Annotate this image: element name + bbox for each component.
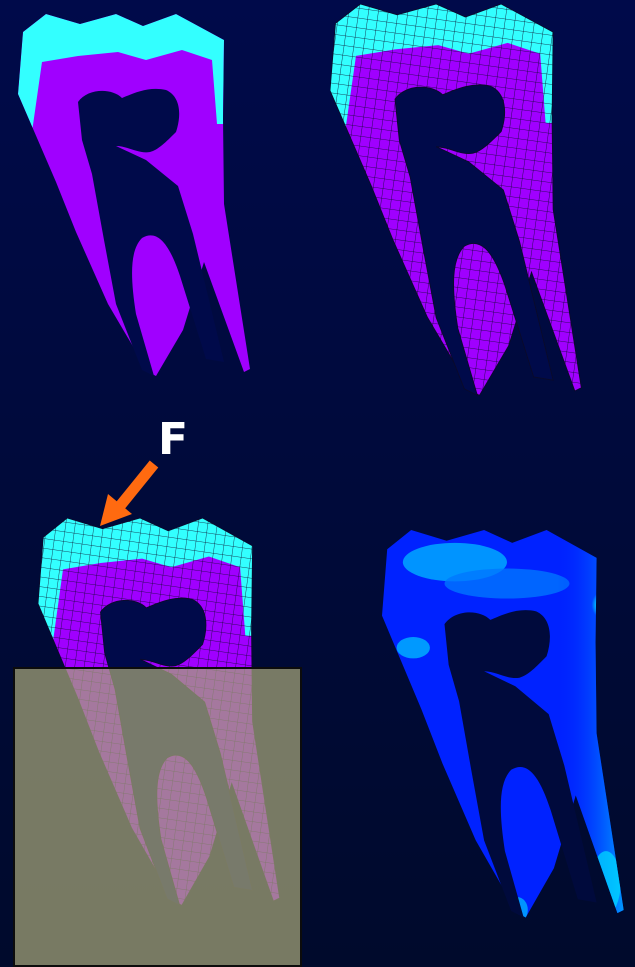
stress-distribution-plot <box>382 530 632 926</box>
stress-zone-high <box>538 584 621 670</box>
force-label: F <box>158 414 188 466</box>
meshed-tooth-model <box>330 4 590 404</box>
overlay-box <box>13 667 302 967</box>
force-arrow <box>98 458 162 530</box>
solid-tooth-model <box>18 14 258 384</box>
